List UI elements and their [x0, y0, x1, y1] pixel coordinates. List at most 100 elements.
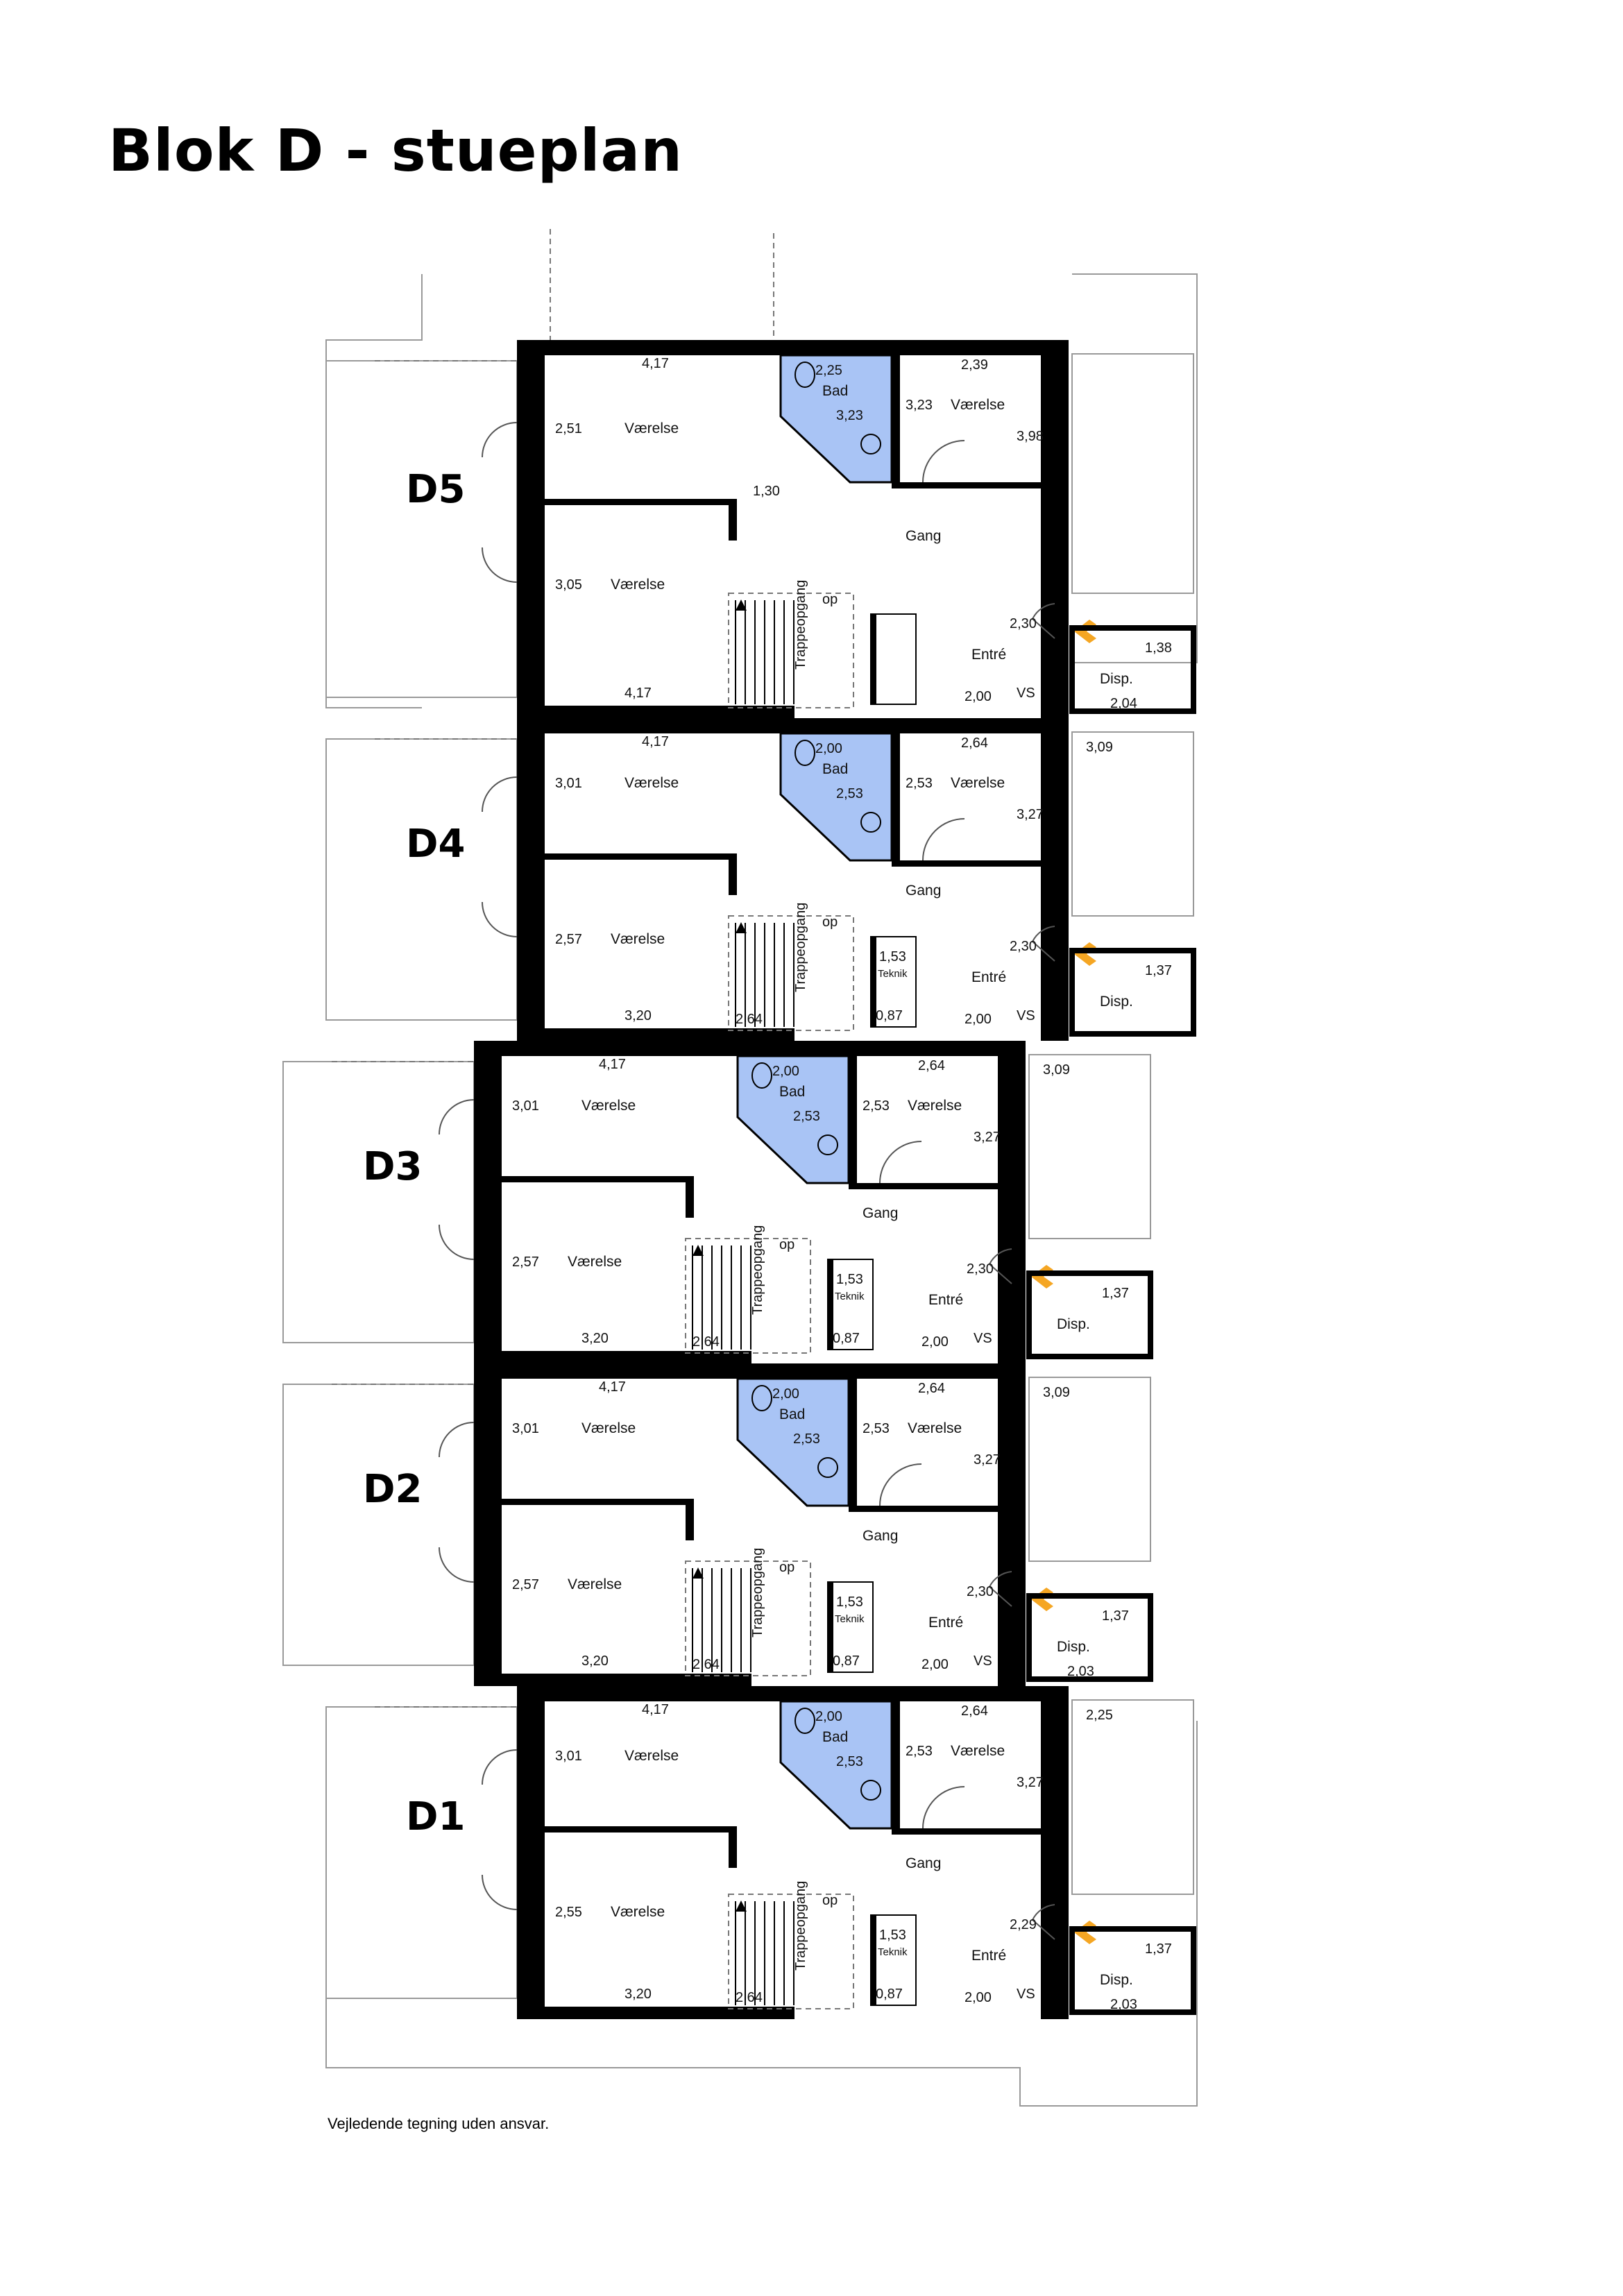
toilet-icon [794, 740, 815, 766]
room-name: Teknik [835, 1613, 865, 1625]
room-dimension: 3,27 [1017, 807, 1044, 822]
interior-wall [892, 1701, 900, 1833]
entrance-door [1031, 603, 1055, 639]
room-name: Værelse [908, 1098, 962, 1114]
entrance-door [1031, 926, 1055, 962]
interior-wall [545, 1826, 732, 1832]
vs-label: VS [974, 1653, 992, 1669]
room-dimension: 1,53 [879, 1928, 906, 1943]
garden-area [282, 1384, 475, 1666]
stair-arrow-icon [692, 1567, 704, 1579]
stair-arrow-icon [736, 1900, 747, 1912]
room-name: Værelse [581, 1098, 636, 1114]
room-dimension: 2,53 [863, 1098, 890, 1114]
exterior-wall-left [517, 340, 545, 718]
terrace-outline [1028, 1377, 1151, 1562]
vs-label: VS [1017, 1008, 1035, 1023]
entrance-door [1031, 1904, 1055, 1940]
stair-arrow-icon [736, 599, 747, 611]
room-dimension: 2,00 [815, 1709, 842, 1724]
room-dimension: 3,01 [555, 776, 582, 791]
room-name: Værelse [951, 1743, 1005, 1759]
interior-wall [545, 499, 732, 505]
exterior-wall-bottom [474, 1351, 751, 1363]
garden-area [325, 738, 518, 1021]
exterior-wall-right [998, 1041, 1026, 1363]
interior-wall [892, 482, 1041, 488]
door-swing [482, 422, 518, 458]
stair-name: Trappeopgang [750, 1225, 765, 1315]
room-dimension: 2,00 [921, 1657, 949, 1672]
room-dimension: 3,98 [1017, 429, 1044, 444]
room-dimension: 1,53 [836, 1272, 863, 1287]
toilet-icon [751, 1385, 772, 1411]
exterior-wall-bottom [517, 706, 794, 718]
exterior-wall-bottom [474, 1674, 751, 1686]
room-dimension: 3,01 [555, 1749, 582, 1764]
room-dimension: 1,37 [1145, 963, 1172, 978]
room-dimension: 1,37 [1102, 1286, 1129, 1301]
room-dimension: 3,20 [624, 1008, 652, 1023]
stair-label: op [822, 592, 838, 607]
room-name: Værelse [624, 420, 679, 436]
entrance-door [988, 1248, 1012, 1284]
room-dimension: 2,64 [736, 1012, 763, 1027]
room-dimension: 2,30 [1010, 616, 1037, 631]
room-dimension: 2,30 [1010, 939, 1037, 954]
room-name: Disp. [1057, 1639, 1090, 1655]
room-dimension: 2,55 [555, 1905, 582, 1920]
exterior-wall-left [474, 1041, 502, 1363]
door-swing [439, 1422, 475, 1458]
interior-wall [849, 1506, 998, 1512]
disclaimer: Vejledende tegning uden ansvar. [328, 2115, 550, 2132]
room-dimension: 3,01 [512, 1421, 539, 1436]
interior-wall [892, 733, 900, 865]
exterior-wall-top [517, 718, 1051, 733]
door-swing [922, 818, 965, 861]
room-name: Gang [906, 528, 941, 544]
stair-name: Trappeopgang [750, 1548, 765, 1638]
room-dimension: 3,20 [581, 1653, 609, 1669]
top-terrace-outline [550, 229, 774, 351]
room-dimension: 1,37 [1145, 1941, 1172, 1957]
disp-room [1069, 1926, 1196, 2015]
room-dimension: 2,00 [772, 1386, 799, 1402]
room-name: Gang [863, 1528, 898, 1544]
vs-label: VS [1017, 1987, 1035, 2002]
toilet-icon [794, 362, 815, 388]
room-name: Disp. [1057, 1316, 1090, 1332]
stair-name: Trappeopgang [793, 903, 808, 992]
room-name: Værelse [624, 775, 679, 791]
room-dimension: 2,00 [815, 741, 842, 756]
room-name: Værelse [568, 1576, 622, 1592]
room-dimension: 1,53 [879, 949, 906, 964]
sink-icon [817, 1134, 838, 1155]
room-dimension: 2,64 [961, 1703, 988, 1719]
room-dimension: 2,53 [836, 1754, 863, 1769]
terrace-outline [1071, 731, 1194, 917]
stair-arrow-icon [692, 1245, 704, 1256]
unit-label: D5 [406, 467, 465, 512]
entrance-arrow-icon [1031, 1588, 1053, 1611]
room-dimension: 2,04 [1110, 696, 1137, 711]
stair-arrow-icon [736, 922, 747, 933]
exterior-wall-left [517, 718, 545, 1041]
room-dimension: 2,57 [512, 1255, 539, 1270]
sink-icon [860, 434, 881, 454]
room-name: Teknik [835, 1291, 865, 1302]
room-name: Værelse [611, 931, 665, 947]
room-name: Teknik [878, 968, 908, 980]
room-dimension: 2,64 [918, 1058, 945, 1073]
interior-wall [892, 1828, 1041, 1835]
exterior-wall-top [517, 340, 1051, 355]
room-name: Værelse [624, 1748, 679, 1764]
room-name: Værelse [581, 1420, 636, 1436]
room-dimension: 2,53 [863, 1421, 890, 1436]
entrance-arrow-icon [1074, 942, 1096, 966]
room-dimension: 2,53 [906, 1744, 933, 1759]
room-dimension: 4,17 [599, 1379, 626, 1395]
toilet-icon [794, 1708, 815, 1734]
